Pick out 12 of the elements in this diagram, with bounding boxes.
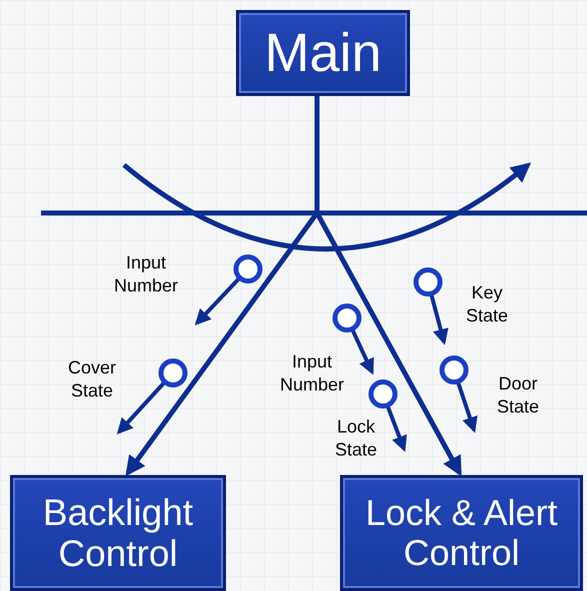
data-couple-label: Cover State xyxy=(66,356,117,403)
data-couple-label: Key State xyxy=(464,282,510,328)
data-couple-label: Input Number xyxy=(278,350,346,397)
data-couple-label: Door State xyxy=(496,372,540,419)
module-name: Backlight Control xyxy=(42,492,194,574)
module-box xyxy=(10,475,226,591)
module-name: Main xyxy=(264,22,382,84)
module-name: Lock & Alert Control xyxy=(364,492,559,574)
data-couple-label: Lock State xyxy=(334,416,378,462)
module-box xyxy=(340,475,583,591)
module-box xyxy=(236,10,410,96)
data-couple-label: Input Number xyxy=(112,252,180,298)
